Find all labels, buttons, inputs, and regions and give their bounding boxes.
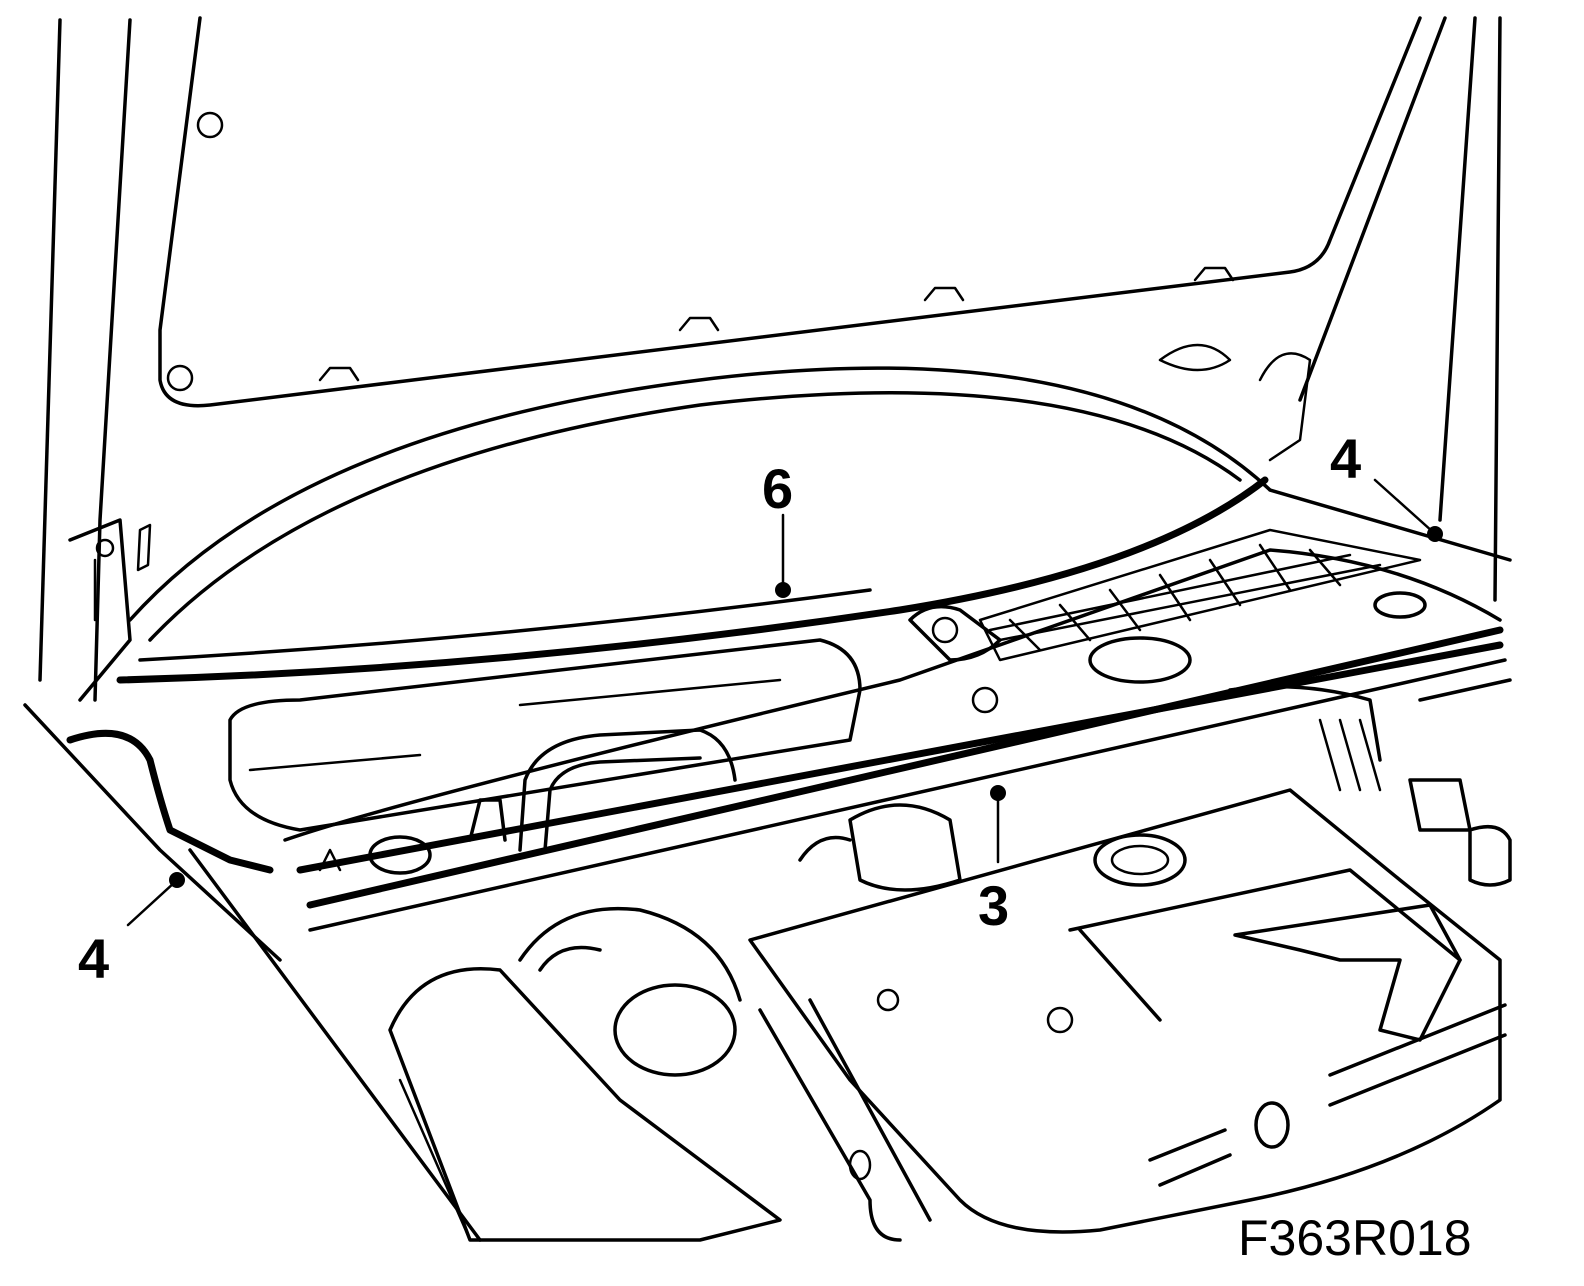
engine-components <box>228 591 1512 1242</box>
figure-code: F363R018 <box>1238 1210 1472 1266</box>
callout-4-right-label: 4 <box>1330 427 1361 490</box>
left-hood-hinge <box>66 518 274 874</box>
callout-4-left-label: 4 <box>78 927 109 990</box>
hood-panel <box>38 16 1502 702</box>
callout-3-label: 3 <box>978 874 1009 937</box>
callout-6-label: 6 <box>762 457 793 520</box>
scuttle-panel <box>283 528 1507 932</box>
body-fender <box>23 488 1512 1242</box>
callout-leaders <box>126 478 1443 927</box>
windscreen-seal <box>116 476 1269 684</box>
